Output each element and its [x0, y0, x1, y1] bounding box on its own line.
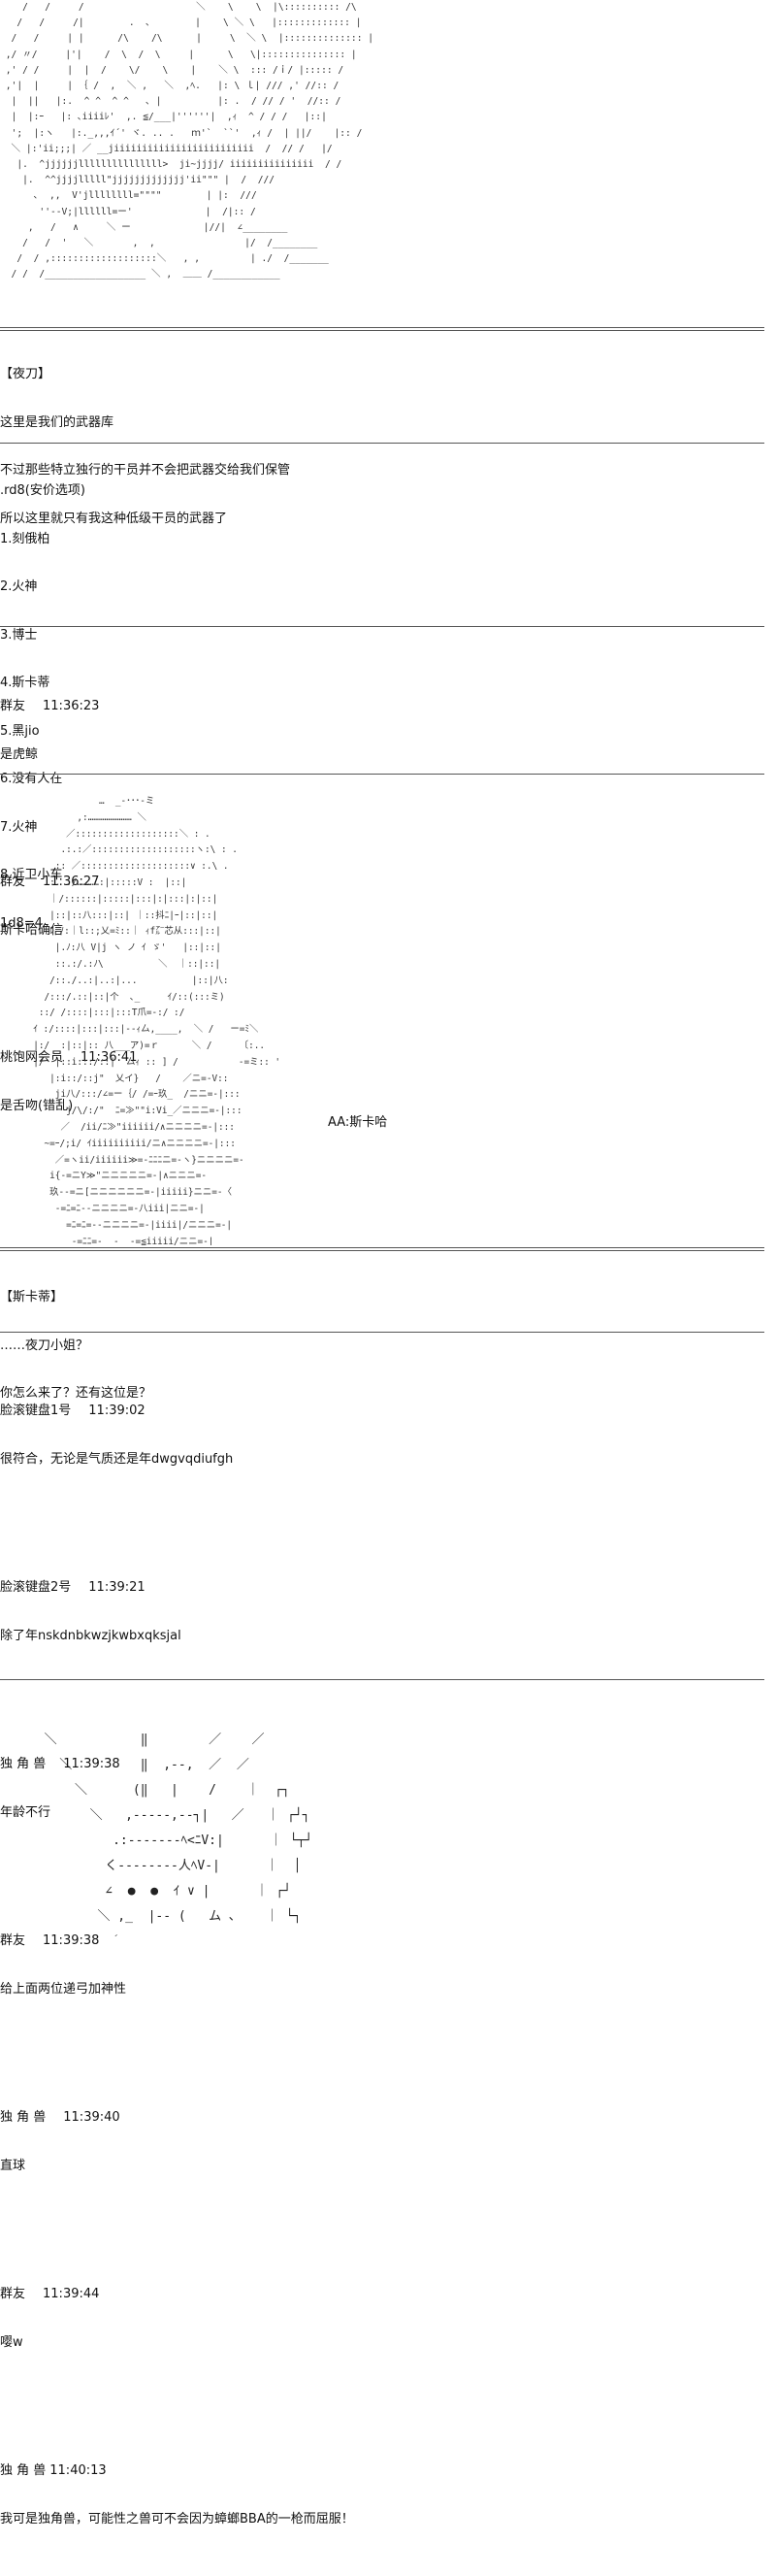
- chat-user: 群友: [0, 1933, 26, 1948]
- chat-entry: 脸滚键盘1号 11:39:02 很符合，无论是气质还是年dwgvqdiufgh: [0, 1371, 354, 1500]
- ascii-art-top: / / / ＼ \ \ |\:::::::::: /\ / / /| . ､ |…: [5, 2, 374, 281]
- roll-option: 3.博士: [0, 627, 38, 643]
- dialogue-line: 这里是我们的武器库: [0, 414, 114, 430]
- chat-user: 群友: [0, 875, 26, 889]
- divider: [0, 443, 764, 444]
- roll-option: 2.火神: [0, 579, 38, 594]
- chat-message: 很符合，无论是气质还是年dwgvqdiufgh: [0, 1451, 234, 1467]
- double-divider: [0, 327, 764, 331]
- chat-entry: 群友 11:36:27 斯卡哈确信: [0, 842, 137, 971]
- roll-list: .rd8(安价选项) 1.刻俄柏 2.火神 3.博士 4.斯卡蒂 5.黑jio …: [0, 451, 85, 948]
- ascii-art-bottom: ＼ ‖ ／ ／ ＼ ‖ ,--, ／ ／ ＼ (‖ | / ｜ ┌┐ ＼ ,--…: [44, 1733, 313, 1936]
- chat-message: 给上面两位递弓加神性: [0, 1981, 127, 1997]
- chat-message: 斯卡哈确信: [0, 922, 64, 938]
- roll-option: 8.近卫小车: [0, 868, 63, 882]
- chat-user: 独 角 兽: [0, 1757, 47, 1771]
- chat-user: 桃饱网会员: [0, 1050, 64, 1065]
- dialogue-yedao: 【夜刀】 这里是我们的武器库 不过那些特立独行的干员并不会把武器交给我们保管 所…: [0, 335, 290, 544]
- dialogue-line: 所以这里就只有我这种低级干员的武器了: [0, 511, 228, 526]
- chat-time: 11:39:44: [43, 2287, 100, 2301]
- chat-user: 群友: [0, 2287, 26, 2301]
- chat-entry: 桃饱网会员 11:36:41 是舌吻(错乱): [0, 1018, 137, 1146]
- chat-message: 直球: [0, 2158, 26, 2173]
- chat-user: 群友: [0, 699, 26, 713]
- divider: [0, 1679, 764, 1680]
- chat-log-2: 脸滚键盘1号 11:39:02 很符合，无论是气质还是年dwgvqdiufgh 脸…: [0, 1339, 354, 2576]
- chat-message: 年龄不行: [0, 1804, 51, 1820]
- chat-message: 我可是独角兽，可能性之兽可不会因为蟑螂BBA的一枪而屈服！: [0, 2511, 354, 2526]
- chat-time: 11:36:27: [43, 875, 100, 889]
- chat-entry: 群友 11:39:44 嘤w: [0, 2255, 354, 2383]
- chat-time: 11:39:02: [88, 1404, 146, 1418]
- divider: [0, 774, 764, 775]
- divider: [0, 626, 764, 627]
- chat-user: 脸滚键盘2号: [0, 1580, 72, 1595]
- dialogue-skadi: 【斯卡蒂】 ……夜刀小姐？ 你怎么来了？还有这位是？: [0, 1258, 151, 1418]
- roll-command: .rd8(安价选项): [0, 483, 85, 498]
- roll-option: 5.黑jio: [0, 723, 40, 739]
- dialogue-line: 你怎么来了？还有这位是？: [0, 1386, 152, 1401]
- roll-option: 1.刻俄柏: [0, 531, 50, 546]
- chat-user: 独 角 兽: [0, 2110, 47, 2125]
- chat-user: 独 角 兽: [0, 2463, 47, 2478]
- speaker-tag: 【斯卡蒂】: [0, 1290, 64, 1305]
- chat-entry: 独 角 兽 11:39:40 直球: [0, 2078, 354, 2206]
- chat-entry: 群友 11:36:23 是虎鲸: [0, 667, 137, 795]
- chat-message: 嘤w: [0, 2334, 23, 2350]
- chat-time: 11:39:21: [88, 1580, 146, 1595]
- roll-option: 6.没有人在: [0, 772, 63, 786]
- dialogue-line: ……夜刀小姐？: [0, 1338, 89, 1353]
- chat-time: 11:36:41: [81, 1050, 138, 1065]
- chat-message: 除了年nskdnbkwzjkwbxqksjal: [0, 1628, 181, 1643]
- divider: [0, 1332, 764, 1333]
- roll-result: 1d8=4: [0, 915, 43, 931]
- chat-time: 11:40:13: [49, 2463, 107, 2478]
- chat-entry: 独 角 兽 11:39:38 年龄不行: [0, 1725, 354, 1853]
- dialogue-line: 不过那些特立独行的干员并不会把武器交给我们保管: [0, 463, 291, 478]
- ascii-art-scathach: … _-･･･-ミ ,:…………………… ＼ ／::::::::::::::::…: [33, 796, 281, 1245]
- roll-option: 4.斯卡蒂: [0, 676, 50, 690]
- roll-option: 7.火神: [0, 819, 38, 835]
- chat-time: 11:39:40: [63, 2110, 120, 2125]
- chat-time: 11:39:38: [63, 1757, 120, 1771]
- chat-user: 脸滚键盘1号: [0, 1404, 72, 1418]
- chat-log-1: 群友 11:36:23 是虎鲸 群友 11:36:27 斯卡哈确信 桃饱网会员 11:…: [0, 635, 137, 1178]
- aa-credit-label: AA:斯卡哈: [328, 1115, 388, 1130]
- chat-time: 11:36:23: [43, 699, 100, 713]
- chat-message: 是舌吻(错乱): [0, 1098, 74, 1113]
- chat-entry: 脸滚键盘2号 11:39:21 除了年nskdnbkwzjkwbxqksjal: [0, 1548, 354, 1676]
- double-divider: [0, 1247, 764, 1251]
- speaker-tag: 【夜刀】: [0, 367, 51, 381]
- chat-message: 是虎鲸: [0, 746, 39, 762]
